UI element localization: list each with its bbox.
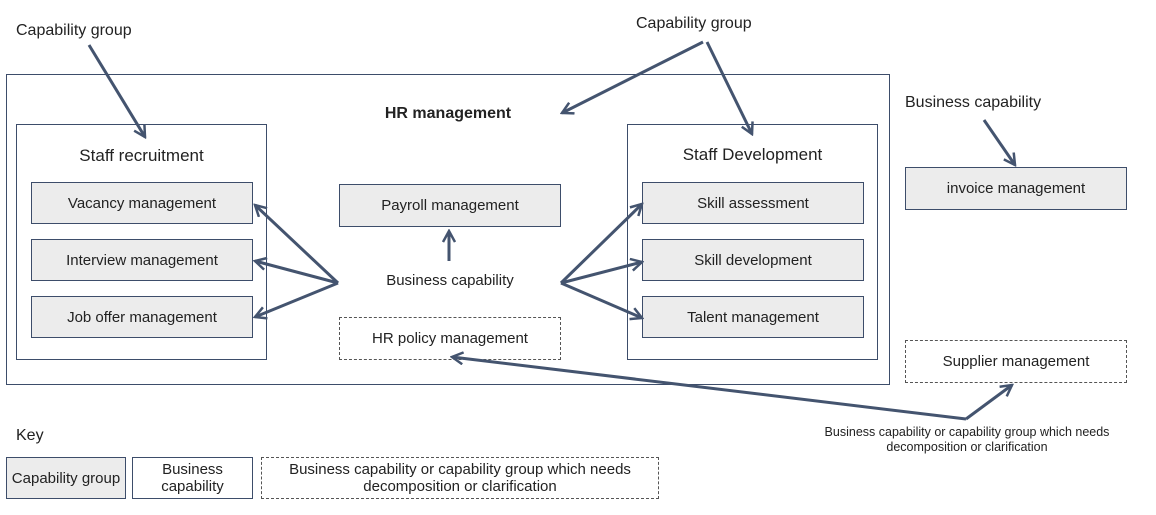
payroll-management-box: Payroll management — [339, 184, 561, 227]
needs-decomposition-annotation: Business capability or capability group … — [824, 425, 1110, 454]
key-business-capability: Business capability — [132, 457, 253, 499]
interview-management-box: Interview management — [31, 239, 253, 281]
key-title: Key — [16, 427, 44, 444]
arrow-note-to-supplier — [965, 385, 1012, 421]
business-capability-annotation-center: Business capability — [386, 272, 514, 289]
hr-policy-management-box: HR policy management — [339, 317, 561, 360]
arrow-bizcap-to-invoice — [982, 119, 1015, 165]
business-capability-annotation-right: Business capability — [905, 94, 1042, 111]
skill-assessment-box: Skill assessment — [642, 182, 864, 224]
job-offer-management-box: Job offer management — [31, 296, 253, 338]
staff-development-title: Staff Development — [682, 145, 823, 164]
invoice-management-box: invoice management — [905, 167, 1127, 210]
hr-management-title: HR management — [384, 105, 512, 122]
vacancy-management-box: Vacancy management — [31, 182, 253, 224]
key-needs-decomposition: Business capability or capability group … — [261, 457, 659, 499]
capability-group-annotation-left: Capability group — [16, 22, 132, 39]
key-capability-group: Capability group — [6, 457, 126, 499]
capability-group-annotation-top: Capability group — [636, 15, 752, 32]
supplier-management-box: Supplier management — [905, 340, 1127, 383]
staff-recruitment-title: Staff recruitment — [79, 146, 204, 165]
talent-management-box: Talent management — [642, 296, 864, 338]
skill-development-box: Skill development — [642, 239, 864, 281]
